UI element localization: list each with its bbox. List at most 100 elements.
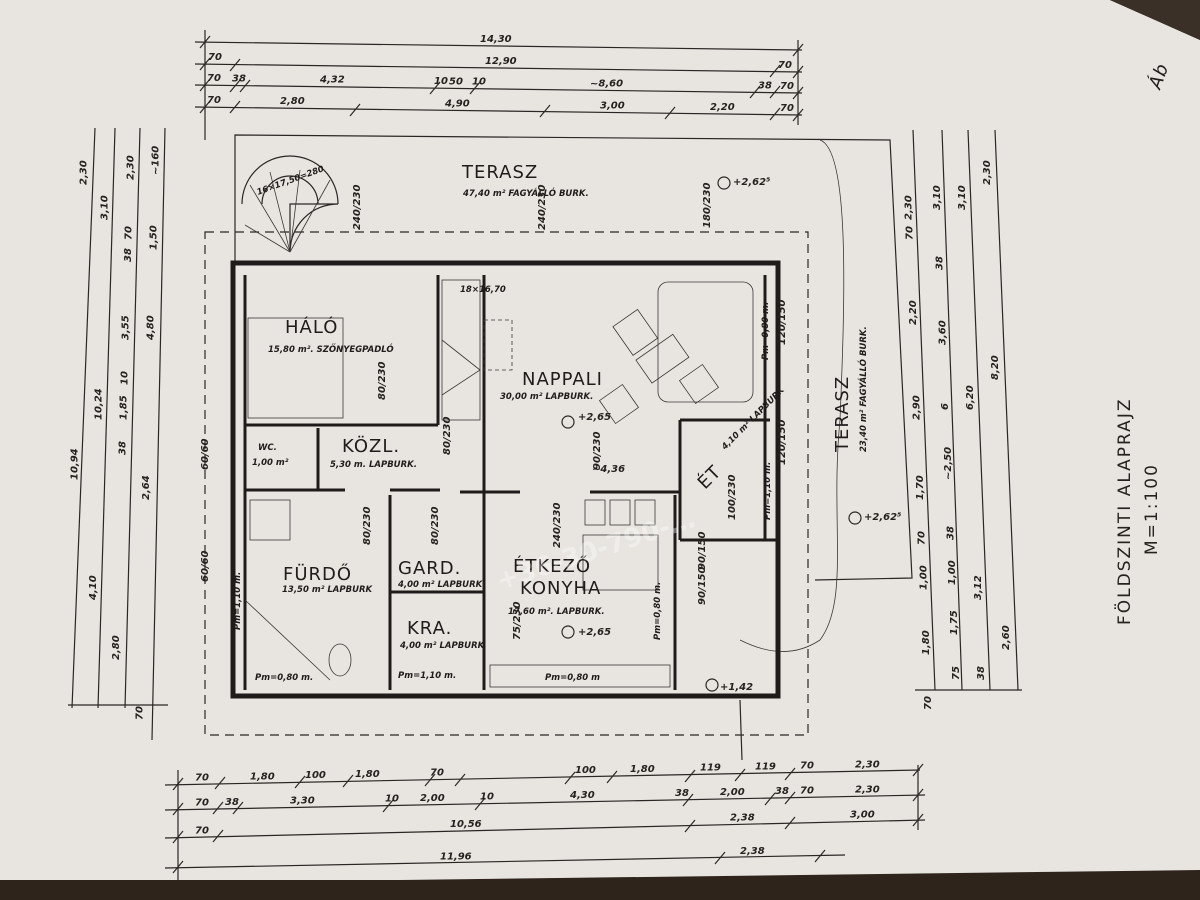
dimension-tick <box>784 767 796 781</box>
dimension-tick <box>232 801 244 815</box>
dimension-value: 2,20 <box>908 300 919 325</box>
dimension-tick <box>734 768 746 782</box>
dimension-value: 70 <box>780 103 794 114</box>
dimension-tick <box>792 86 804 100</box>
dimension-tick <box>814 849 826 863</box>
opening-size: 75/230 <box>512 602 523 640</box>
dimension-value: 4,10 <box>88 575 99 601</box>
dimension-tick <box>229 100 241 114</box>
pencil-mark <box>739 139 845 652</box>
dimension-value: 70 <box>195 825 209 836</box>
dimension-value: 10 <box>434 76 448 87</box>
dimension-tick <box>792 43 804 57</box>
dimension-value: 10 <box>119 371 130 385</box>
dimension-value: 38 <box>758 81 772 92</box>
dimension-value: 75 <box>951 666 962 680</box>
sill-height: Pm=1,10 m. <box>398 671 456 681</box>
dimension-value: 38 <box>976 666 987 680</box>
level-mark: +2,62⁵ <box>864 512 901 523</box>
dimension-value: 38 <box>935 256 946 270</box>
dimension-value: 10 <box>480 792 494 803</box>
dimension-tick <box>912 763 924 777</box>
dimension-tick <box>212 829 224 843</box>
dimension-value: 3,10 <box>957 185 968 210</box>
dimension-value: 38 <box>117 441 128 455</box>
dimension-tick <box>784 791 796 805</box>
dimension-value: 1,80 <box>921 630 932 655</box>
opening-size: 90/230 <box>592 432 603 470</box>
dimension-tick <box>606 770 618 784</box>
dimension-value: 1,85 <box>118 395 129 420</box>
dimension-value: 2,30 <box>982 160 993 185</box>
room-name-etkezo: ÉTKEZŐ <box>513 555 591 577</box>
dimension-value: 2,30 <box>78 160 89 185</box>
dimension-tick <box>229 58 241 72</box>
opening-size: 60/60 <box>200 438 211 470</box>
dimension-tick <box>792 108 804 122</box>
dimension-value: 4,30 <box>569 790 595 801</box>
table-corner <box>1110 0 1200 40</box>
dimension-value: 2,30 <box>855 784 880 795</box>
dimension-value: 3,30 <box>290 796 315 807</box>
dimension-value: 3,10 <box>932 185 943 210</box>
dimension-tick <box>429 81 441 95</box>
dimension-tick <box>172 860 184 874</box>
room-area-etkezo: 17,60 m². LAPBURK. <box>508 607 605 617</box>
dimension-tick <box>294 775 306 789</box>
room-area-nappali: 30,00 m² LAPBURK. <box>500 392 593 402</box>
opening-size: 90/150 <box>697 532 708 570</box>
dimension-value: 2,64 <box>141 475 152 500</box>
dimension-tick <box>682 793 694 807</box>
dimension-tick <box>769 64 781 78</box>
room-name-kozl: KÖZL. <box>342 435 400 457</box>
dimension-value: 100 <box>575 765 596 776</box>
dimension-value: 38 <box>123 248 134 262</box>
dimension-value: 38 <box>232 73 246 84</box>
dimension-value: 2,00 <box>420 793 445 804</box>
dimension-value: 6,20 <box>965 385 976 410</box>
opening-size: 90/150 <box>697 567 708 605</box>
dimension-value: 70 <box>134 706 145 720</box>
dimension-value: 4,90 <box>444 98 470 109</box>
dimension-lines <box>68 30 1022 880</box>
building-walls <box>230 260 781 699</box>
axis-line <box>739 699 743 761</box>
dimension-tick <box>454 773 466 787</box>
dimension-value: 3,55 <box>121 315 132 340</box>
room-area-wc: 1,00 m² <box>252 458 289 468</box>
dimension-value: 2,20 <box>710 102 735 113</box>
dimension-value: 3,00 <box>600 100 625 111</box>
dimension-value: 50 <box>449 76 463 87</box>
dimension-value: 10,94 <box>70 448 81 480</box>
terrace-outline <box>234 134 913 581</box>
room-name-terrace-east: TERASZ <box>832 376 853 453</box>
dimension-value: 38 <box>945 526 956 540</box>
dimension-value: 10 <box>472 77 486 88</box>
dimension-tick <box>199 100 211 114</box>
dimension-value: 1,00 <box>947 560 958 585</box>
dimension-tick <box>199 78 211 92</box>
dimension-tick <box>714 851 726 865</box>
dimension-value: 3,12 <box>973 575 984 600</box>
opening-size: 120/150 <box>777 300 788 345</box>
dimension-value: 2,00 <box>720 787 745 798</box>
opening-size: 180/230 <box>702 183 713 228</box>
dimension-tick <box>239 79 251 93</box>
dimension-value: 2,30 <box>904 195 915 220</box>
dimension-value: 38 <box>775 786 789 797</box>
dimension-value: 6 <box>940 403 951 410</box>
dimension-value: 70 <box>904 226 915 240</box>
sill-height: Pm=0,80 m. <box>653 582 663 640</box>
dimension-value: 2,38 <box>730 813 755 824</box>
dimension-value: 2,90 <box>912 395 923 420</box>
dimension-value: 1,80 <box>630 764 655 775</box>
dimension-value: 70 <box>208 52 222 63</box>
dimension-value: 70 <box>207 73 221 84</box>
dimension-value: 11,96 <box>440 851 472 862</box>
dimension-tick <box>172 830 184 844</box>
dimension-ticks <box>172 35 924 874</box>
room-name-wc: WC. <box>258 443 277 453</box>
dimension-tick <box>784 816 796 830</box>
